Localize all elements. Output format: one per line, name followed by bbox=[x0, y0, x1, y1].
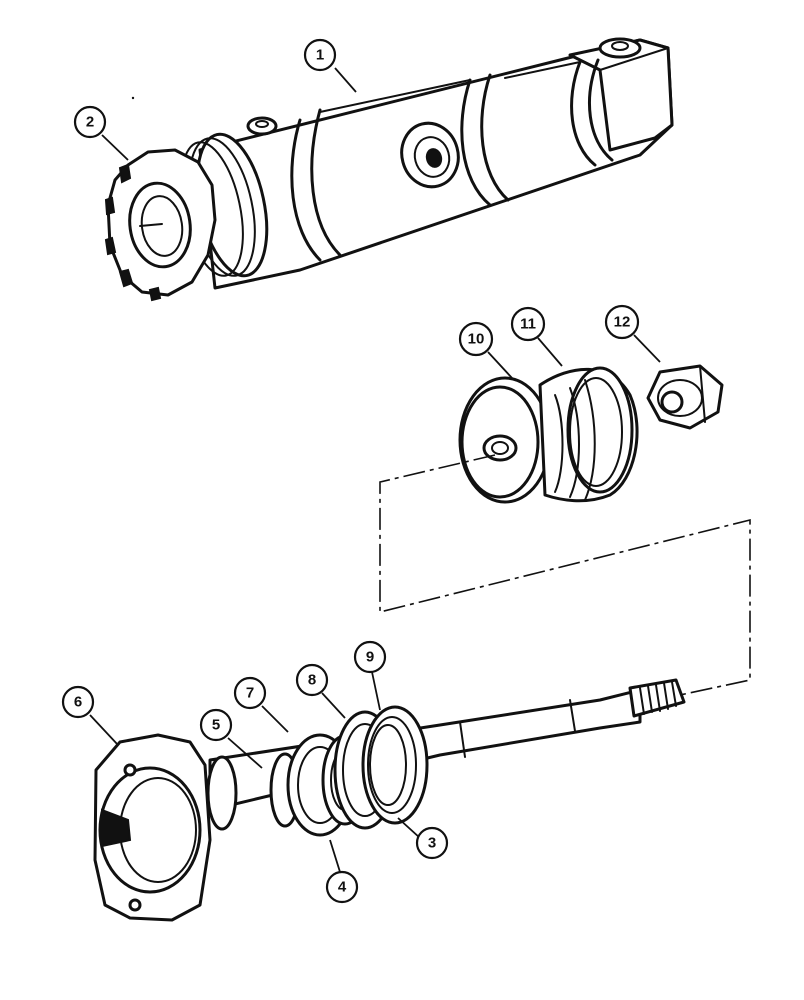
svg-text:1: 1 bbox=[316, 47, 324, 64]
assembly-line bbox=[379, 454, 751, 696]
speck bbox=[131, 96, 135, 100]
callout-4: 4 bbox=[325, 839, 359, 904]
svg-text:7: 7 bbox=[246, 685, 254, 702]
piston bbox=[458, 376, 552, 504]
cylinder-barrel bbox=[180, 37, 674, 290]
callout-12: 12 bbox=[604, 304, 661, 363]
svg-text:8: 8 bbox=[308, 672, 316, 689]
svg-text:3: 3 bbox=[428, 835, 436, 852]
callout-10: 10 bbox=[458, 321, 513, 379]
callout-6: 6 bbox=[61, 685, 119, 746]
svg-text:11: 11 bbox=[520, 316, 536, 333]
callout-5: 5 bbox=[199, 708, 263, 769]
piston-seal bbox=[538, 366, 639, 503]
rod-eye bbox=[93, 733, 212, 922]
svg-text:10: 10 bbox=[468, 331, 485, 348]
svg-text:6: 6 bbox=[74, 694, 82, 711]
svg-text:2: 2 bbox=[86, 114, 94, 131]
piston-nut bbox=[646, 364, 724, 430]
svg-text:4: 4 bbox=[338, 879, 347, 896]
callout-8: 8 bbox=[295, 663, 346, 719]
callout-11: 11 bbox=[510, 306, 563, 367]
callout-9: 9 bbox=[353, 640, 387, 711]
callout-1: 1 bbox=[303, 38, 357, 93]
backup-ring bbox=[361, 705, 429, 825]
callout-2: 2 bbox=[73, 105, 129, 161]
gland-nut bbox=[104, 148, 217, 302]
svg-text:5: 5 bbox=[212, 717, 220, 734]
callout-7: 7 bbox=[233, 676, 289, 733]
svg-text:12: 12 bbox=[614, 314, 631, 331]
svg-text:9: 9 bbox=[366, 649, 374, 666]
callout-3: 3 bbox=[397, 817, 449, 860]
